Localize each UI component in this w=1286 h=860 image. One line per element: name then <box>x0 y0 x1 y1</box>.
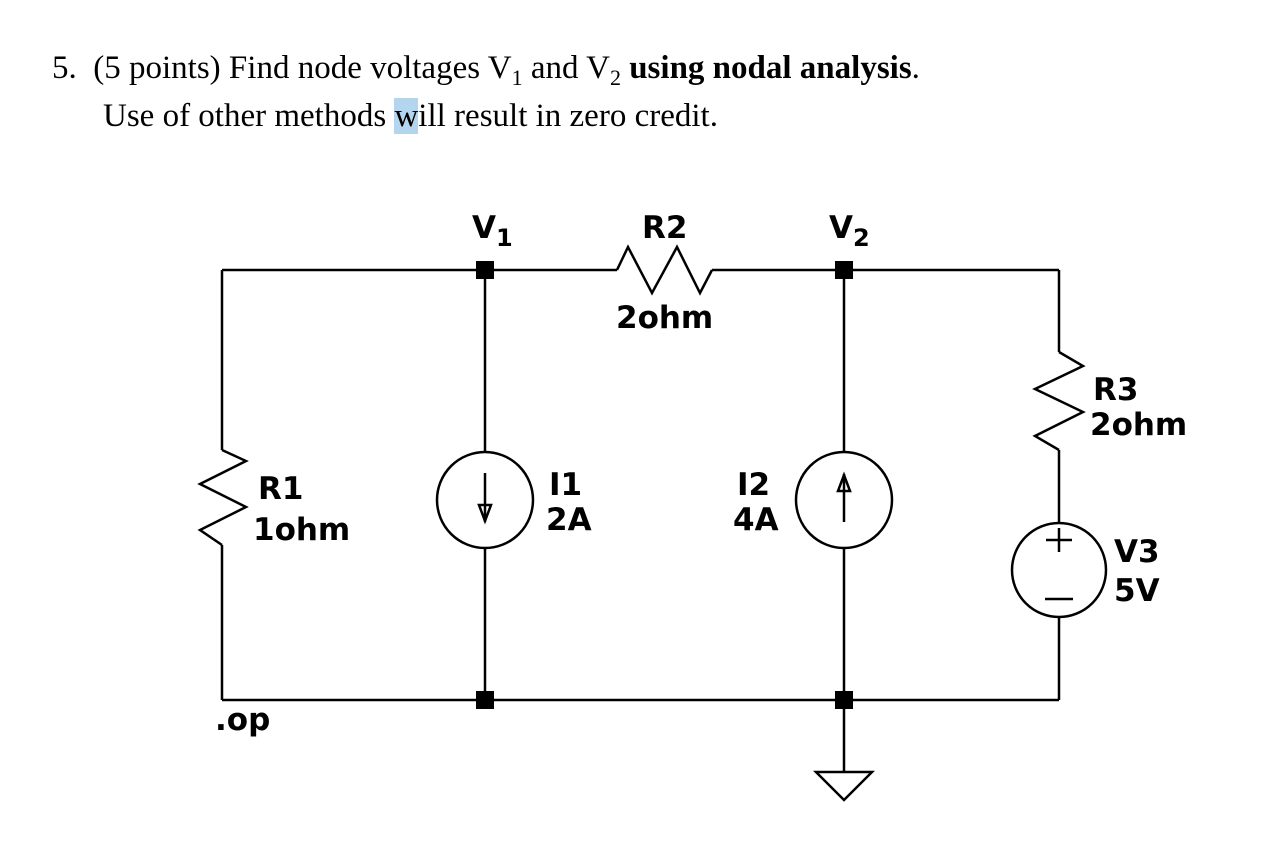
i1-label: I1 <box>549 467 582 503</box>
question-points: (5 points) <box>93 50 221 86</box>
resistor-r1 <box>197 448 249 547</box>
text-selection-highlight[interactable]: w <box>394 98 419 134</box>
ground-icon <box>812 770 876 802</box>
question-line-2: Use of other methods will result in zero… <box>103 98 718 134</box>
plus-icon <box>1046 528 1072 552</box>
i2-label: I2 <box>737 467 770 503</box>
r1-label: R1 <box>258 471 303 507</box>
junction-bottom-left[interactable] <box>476 691 494 709</box>
r3-label: R3 <box>1093 372 1138 408</box>
question-emphasis: using nodal analysis <box>629 50 912 86</box>
node-label-v1: V1 <box>472 210 513 252</box>
question-line-1: 5. (5 points) Find node voltages V1 and … <box>52 50 920 90</box>
i2-value: 4A <box>733 502 779 538</box>
r1-value: 1ohm <box>253 512 350 548</box>
junction-v2[interactable] <box>835 261 853 279</box>
arrow-head-down <box>477 503 493 525</box>
r2-value: 2ohm <box>616 300 713 336</box>
resistor-r3 <box>1032 350 1086 452</box>
question-text: 5. (5 points) Find node voltages V1 and … <box>52 44 920 140</box>
question-number: 5. <box>52 50 77 86</box>
junction-v1[interactable] <box>476 261 494 279</box>
junction-bottom-right[interactable] <box>835 691 853 709</box>
v3-label: V3 <box>1114 534 1160 570</box>
r3-value: 2ohm <box>1090 407 1187 443</box>
i1-value: 2A <box>546 502 592 538</box>
current-source-i2 <box>794 450 894 550</box>
node-label-v2: V2 <box>829 210 870 252</box>
spice-directive[interactable]: .op <box>215 702 270 738</box>
resistor-r2 <box>615 244 714 296</box>
current-source-i1 <box>435 450 535 550</box>
voltage-source-v3 <box>1010 521 1108 619</box>
v3-value: 5V <box>1114 573 1160 609</box>
r2-label: R2 <box>642 210 687 246</box>
arrow-head-up <box>836 471 852 493</box>
